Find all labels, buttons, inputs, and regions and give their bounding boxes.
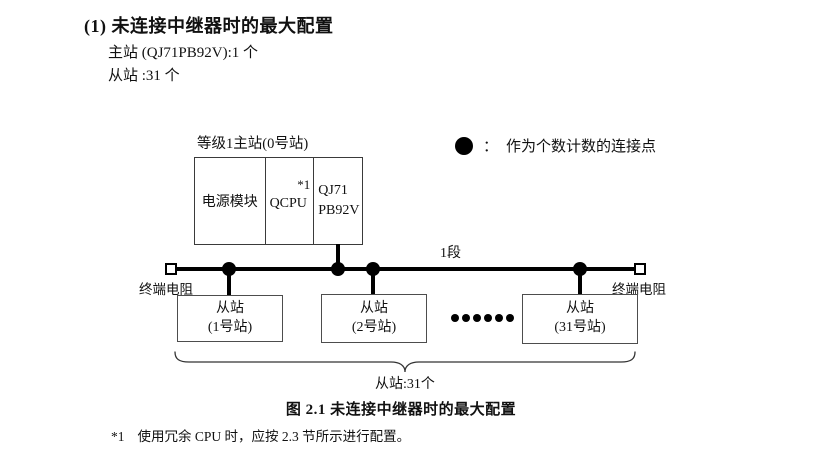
slave-total-label: 从站:31个 [375, 377, 435, 392]
qcpu-cell: *1 QCPU [266, 158, 315, 244]
legend-label: 作为个数计数的连接点 [506, 139, 657, 155]
slave-station-number: (1号站) [207, 319, 253, 335]
master-station-box: 电源模块 *1 QCPU QJ71 PB92V [194, 157, 363, 245]
segment-label: 1段 [440, 246, 461, 261]
slave-count-line: 从站 :31 个 [108, 68, 180, 84]
section-heading: (1) 未连接中继器时的最大配置 [84, 16, 334, 36]
terminator-square-left [165, 263, 177, 275]
slave-station-box-1: 从站 (1号站) [177, 295, 283, 342]
legend-colon: ： [483, 139, 499, 155]
brace [174, 351, 636, 373]
pb92v-cell: QJ71 PB92V [314, 158, 362, 244]
slave-name: 从站 [360, 300, 388, 316]
slave31-drop-line [578, 270, 582, 295]
slave2-drop-line [371, 270, 375, 295]
slave-station-box-2: 从站 (2号站) [321, 294, 427, 343]
footnote: *1 使用冗余 CPU 时，应按 2.3 节所示进行配置。 [111, 425, 410, 445]
master-station-label: 等级1主站(0号站) [197, 136, 309, 152]
connection-dot [331, 262, 345, 276]
figure-caption: 图 2.1 未连接中继器时的最大配置 [285, 402, 517, 418]
connection-dot [573, 262, 587, 276]
master-count-line: 主站 (QJ71PB92V):1 个 [108, 45, 259, 61]
pb92v-line1: QJ71 [318, 183, 348, 198]
master-drop-line [336, 244, 340, 270]
bus-line [176, 267, 637, 271]
footnote-marker: *1 [111, 429, 125, 444]
terminator-square-right [634, 263, 646, 275]
pb92v-line2: PB92V [318, 202, 360, 218]
slave-station-number: (31号站) [554, 320, 606, 335]
slave-station-number: (2号站) [351, 319, 397, 335]
terminator-label-right: 终端电阻 [612, 282, 666, 297]
continuation-dots-icon [451, 314, 514, 322]
slave1-drop-line [227, 270, 231, 295]
terminator-label-left: 终端电阻 [139, 282, 193, 297]
footnote-text: 使用冗余 CPU 时，应按 2.3 节所示进行配置。 [137, 429, 411, 444]
slave-name: 从站 [216, 300, 244, 316]
connection-dot [222, 262, 236, 276]
legend: ： 作为个数计数的连接点 [455, 135, 656, 156]
connection-dot [366, 262, 380, 276]
qcpu-footnote-marker: *1 [297, 177, 311, 192]
power-module-cell: 电源模块 [195, 158, 266, 244]
qcpu-label: QCPU [269, 196, 307, 211]
connection-point-dot-icon [455, 136, 473, 155]
slave-name: 从站 [566, 301, 594, 317]
slave-station-box-31: 从站 (31号站) [522, 294, 638, 344]
